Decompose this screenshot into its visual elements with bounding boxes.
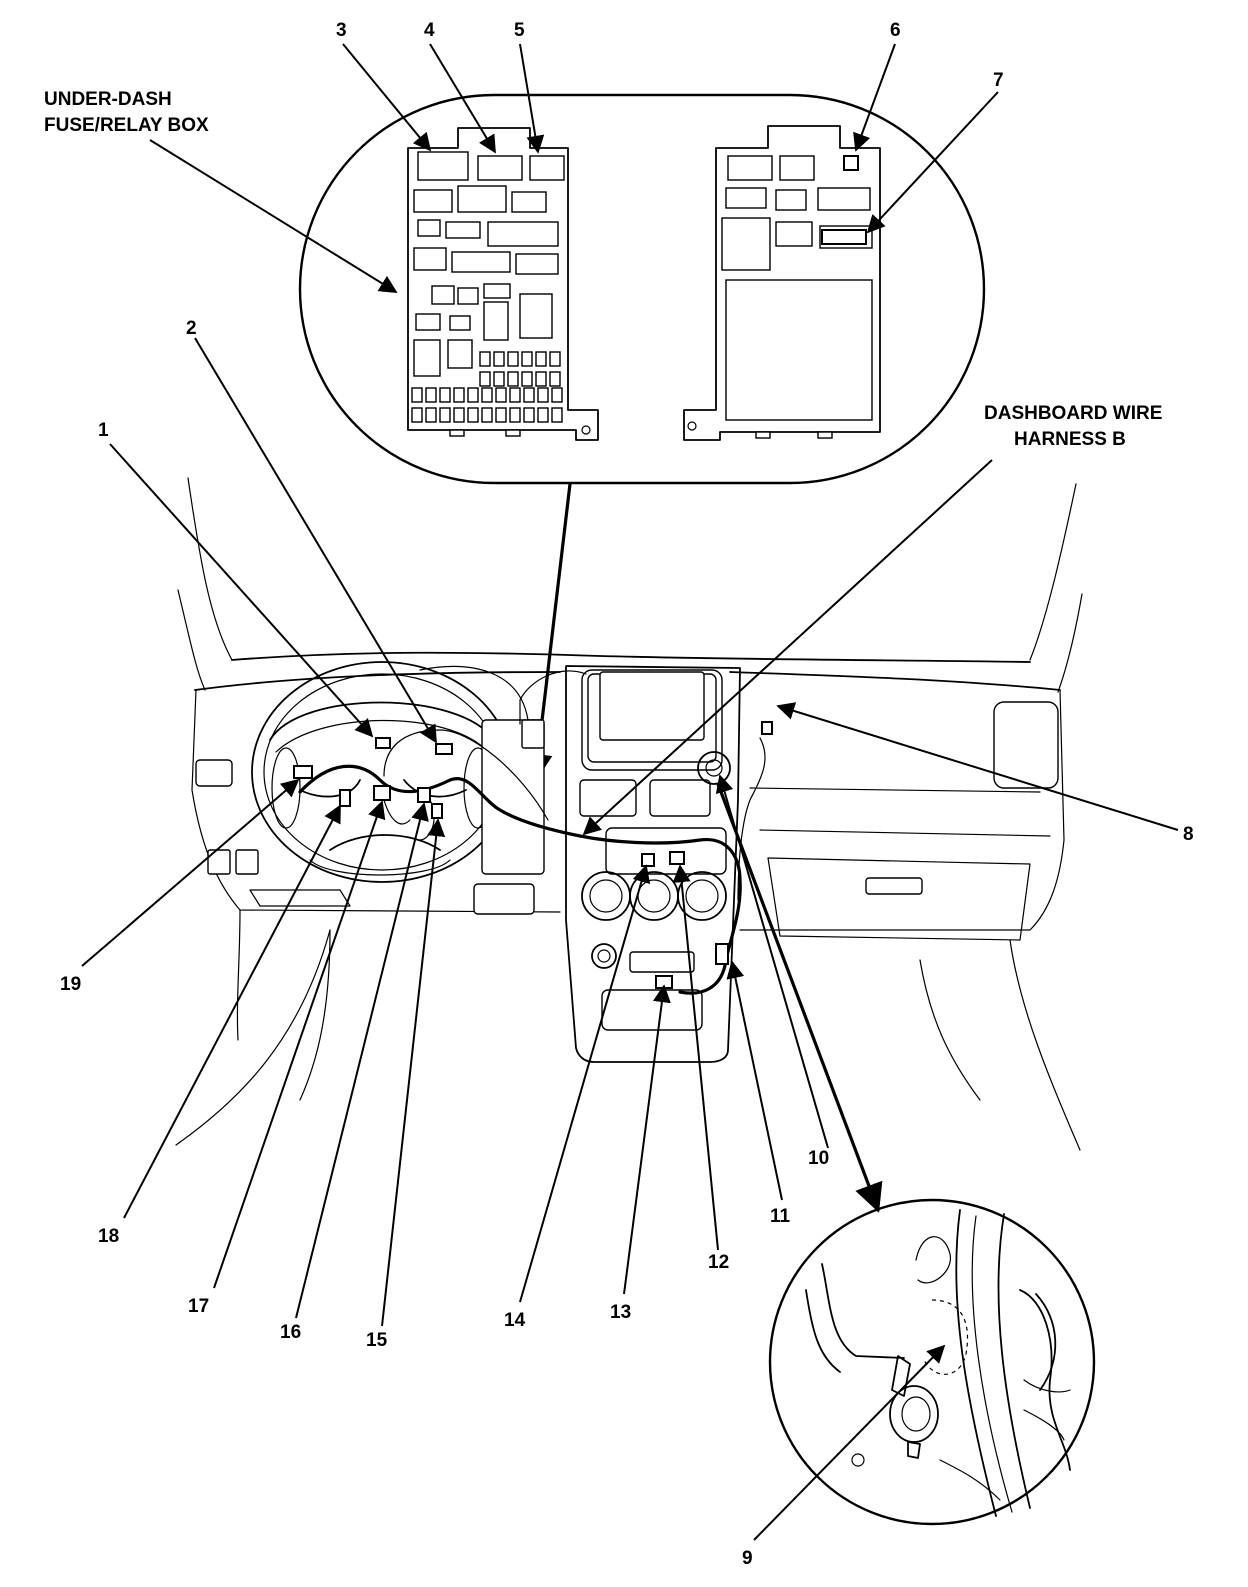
connector-2	[435, 743, 453, 755]
connector-8	[761, 721, 773, 735]
callout-13: 13	[610, 1302, 631, 1323]
callout-1: 1	[98, 420, 109, 441]
callout-17: 17	[188, 1296, 209, 1317]
connector-14	[641, 853, 655, 867]
fuse-box-rear	[683, 125, 881, 441]
harness-label-line2: HARNESS B	[1014, 429, 1126, 450]
callout-6: 6	[890, 20, 901, 41]
connector-6	[843, 155, 859, 171]
under-dash-label-line1: UNDER-DASH	[44, 89, 172, 110]
connector-12	[669, 851, 685, 865]
callout-4: 4	[424, 20, 435, 41]
fuse-box-front	[407, 127, 599, 441]
under-dash-label-line2: FUSE/RELAY BOX	[44, 115, 209, 136]
callout-15: 15	[366, 1330, 388, 1351]
connector-16	[417, 787, 431, 803]
callout-19: 19	[60, 974, 81, 995]
callout-2: 2	[186, 318, 197, 339]
steering-wheel	[251, 661, 513, 883]
connector-15	[431, 803, 443, 819]
leader-lines	[81, 43, 1179, 1541]
fuse-box-detail	[298, 93, 986, 485]
connector-1	[375, 737, 391, 749]
dashboard-wire-harness-b	[298, 764, 742, 995]
callout-11: 11	[770, 1206, 791, 1227]
callout-10: 10	[808, 1148, 829, 1169]
connector-19	[293, 765, 313, 779]
callout-14: 14	[504, 1310, 526, 1331]
connector-7	[821, 229, 867, 245]
connector-17	[373, 785, 391, 801]
connector-18	[339, 789, 351, 807]
callout-8: 8	[1183, 824, 1194, 845]
connector-11	[715, 943, 729, 965]
detail-oval	[298, 93, 986, 485]
callout-9: 9	[742, 1548, 753, 1569]
callout-18: 18	[98, 1226, 119, 1247]
callout-7: 7	[993, 70, 1004, 91]
harness-label-line1: DASHBOARD WIRE	[984, 403, 1162, 424]
callout-5: 5	[514, 20, 525, 41]
detail-9-locator-arrow	[716, 782, 883, 1213]
text-labels: UNDER-DASH FUSE/RELAY BOX DASHBOARD WIRE…	[44, 20, 1194, 1569]
callout-12: 12	[708, 1252, 729, 1273]
sensor-10	[697, 751, 731, 785]
callout-3: 3	[336, 20, 347, 41]
dashboard-drawing	[175, 477, 1083, 1151]
mini-fuse-grid	[411, 351, 563, 423]
callout-16: 16	[280, 1322, 301, 1343]
detail-circle-9	[768, 1198, 1096, 1526]
center-stack	[565, 665, 741, 1063]
